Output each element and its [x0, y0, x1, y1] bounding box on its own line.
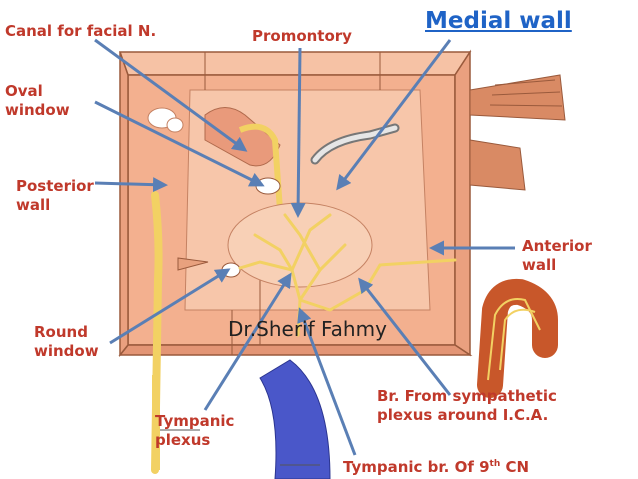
- arrow-oval-window: [94, 100, 265, 187]
- author-credit: Dr.Sherif Fahmy: [228, 317, 387, 341]
- label-tympanic-branch-cn: CN: [500, 458, 530, 476]
- facial-canal: [204, 107, 283, 211]
- pyramid: [177, 257, 209, 271]
- internal-carotid-artery: [477, 278, 558, 398]
- arrow-sympathetic: [358, 277, 452, 396]
- label-oval-window: Oval window: [5, 82, 70, 119]
- holes: [147, 107, 184, 133]
- arrow-tympanic-br: [297, 307, 357, 456]
- arrow-tympanic-plexus: [203, 272, 292, 411]
- label-tympanic-branch: Tympanic br. Of 9th CN: [343, 455, 529, 477]
- arrow-round-window: [109, 268, 231, 345]
- arrow-canal-facial: [94, 38, 248, 152]
- pointer-arrows: [94, 38, 515, 456]
- label-tympanic-branch-text: Tympanic br. Of 9: [343, 458, 490, 476]
- label-tympanic-plexus: Tympanic plexus: [155, 412, 235, 449]
- label-tympanic-branch-sup: th: [489, 459, 501, 469]
- round-window: [221, 262, 241, 278]
- label-posterior-wall: Posterior wall: [16, 177, 94, 214]
- page-title: Medial wall: [425, 8, 572, 34]
- arrow-posterior-wall: [94, 177, 168, 193]
- tensor-canal: [310, 123, 400, 165]
- promontory: [227, 202, 373, 288]
- oval-window: [255, 177, 281, 195]
- label-canal-facial: Canal for facial N.: [5, 22, 157, 40]
- label-promontory: Promontory: [252, 27, 352, 45]
- muscles: [469, 74, 566, 191]
- arrow-medial-wall: [336, 39, 452, 191]
- jugular-vein: [259, 359, 331, 479]
- label-round-window: Round window: [34, 323, 99, 360]
- label-anterior-wall: Anterior wall: [522, 237, 592, 274]
- chorda-tympani: [152, 375, 160, 470]
- label-sympathetic-branch: Br. From sympathetic plexus around I.C.A…: [377, 387, 557, 424]
- facial-nerve: [151, 191, 163, 474]
- arrow-promontory: [290, 47, 306, 218]
